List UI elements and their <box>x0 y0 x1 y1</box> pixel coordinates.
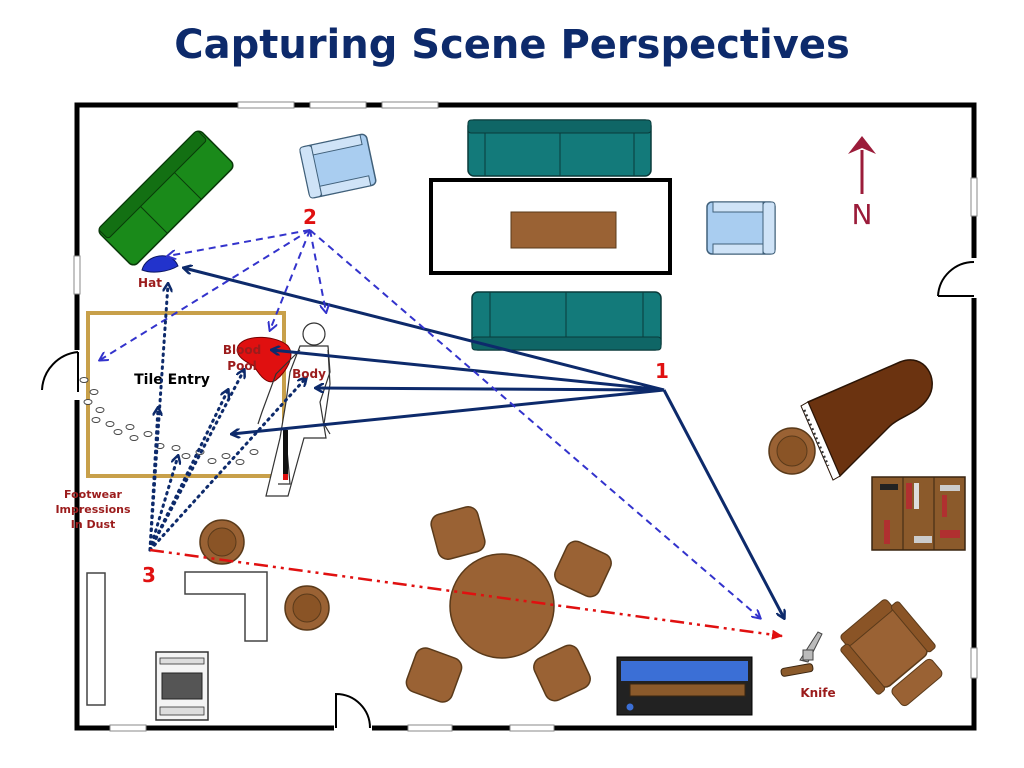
coffee-table-icon <box>510 211 617 249</box>
footwear-label: In Dust <box>71 518 116 531</box>
perspective-3-knife-line <box>149 548 783 640</box>
teal-sofa-icon <box>471 291 662 351</box>
perspective-3-number: 3 <box>142 563 156 587</box>
perspective-2-number: 2 <box>303 205 317 229</box>
stove-icon <box>155 651 209 721</box>
perspective-2-lines <box>100 229 760 618</box>
footwear-label: Impressions <box>55 503 131 516</box>
perspective-3-lines <box>148 284 306 552</box>
page-title: Capturing Scene Perspectives <box>174 22 850 68</box>
blood-pool-label: Blood <box>223 343 261 357</box>
blood-pool-label: Pool <box>227 359 256 373</box>
footprint-trail <box>79 377 259 465</box>
footwear-label: Footwear <box>64 488 122 501</box>
knife-label: Knife <box>800 686 835 700</box>
blood-stain <box>283 430 288 474</box>
north-arrow-icon: N <box>848 136 876 231</box>
teal-sofa-icon <box>467 119 652 177</box>
stool-icon <box>199 519 330 631</box>
armchair-icon <box>706 201 776 255</box>
armchair-icon <box>299 133 377 199</box>
green-sofa-icon <box>98 130 234 266</box>
tv-console-icon <box>616 656 753 716</box>
tile-entry-area <box>86 311 286 478</box>
door-icon <box>41 258 978 732</box>
tile-entry-label: Tile Entry <box>134 372 210 388</box>
hat-label: Hat <box>138 276 162 290</box>
recliner-icon <box>840 599 943 707</box>
bookshelf-icon <box>871 476 966 551</box>
kitchen-counter <box>184 571 268 642</box>
knife-icon <box>780 631 823 677</box>
compass-label: N <box>852 198 873 231</box>
blood-stain <box>283 474 288 480</box>
kitchen-counter <box>86 572 106 706</box>
dining-chair-icon <box>405 506 612 703</box>
piano-icon <box>800 359 933 481</box>
body-label: Body <box>292 367 326 381</box>
dining-table-icon <box>449 553 555 659</box>
stool-icon <box>768 427 816 475</box>
perspective-1-number: 1 <box>655 359 669 383</box>
